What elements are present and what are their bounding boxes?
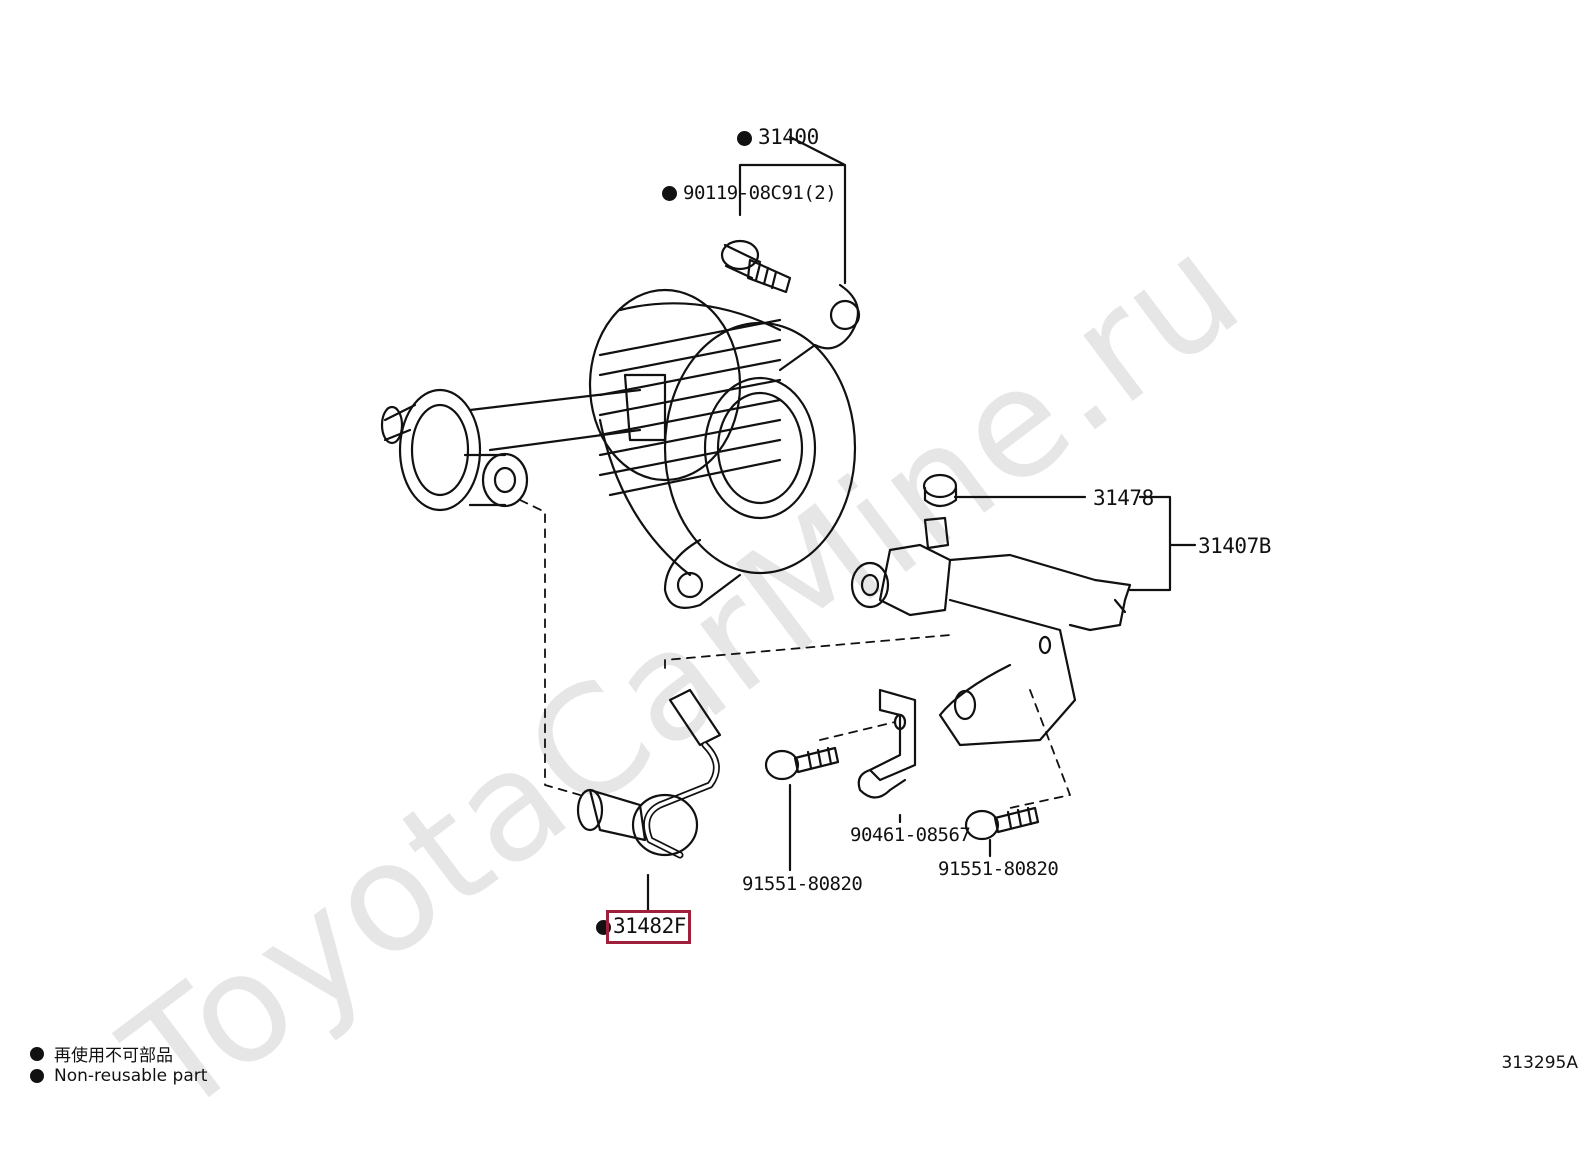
highlight-box (606, 910, 691, 944)
part-31407b-label[interactable]: 31407B (1198, 534, 1271, 558)
leader-lines (646, 135, 1197, 912)
non-reusable-dot-90119 (662, 186, 677, 201)
dashed-lines (519, 499, 1071, 809)
bracket-assembly-drawing (850, 473, 1132, 747)
illustration-code: 313295A (1501, 1053, 1578, 1073)
legend-en-text: Non-reusable part (54, 1066, 208, 1086)
part-90461-label[interactable]: 90461-08567 (850, 824, 971, 846)
part-31478-label[interactable]: 31478 (1093, 486, 1154, 510)
clip-90461-drawing (857, 688, 917, 799)
bolt-91551-left-drawing (764, 746, 840, 781)
part-31400-label[interactable]: 31400 (758, 125, 819, 149)
tube-31482f-drawing (576, 688, 722, 859)
bolt-90119-drawing (720, 239, 792, 294)
legend-dot-icon (30, 1069, 44, 1083)
slave-cylinder-drawing (380, 283, 861, 609)
legend-jp: 再使用不可部品 (30, 1041, 173, 1066)
bolt-91551-right-drawing (964, 806, 1040, 841)
legend-jp-text: 再使用不可部品 (54, 1046, 173, 1066)
part-91551-left-label[interactable]: 91551-80820 (742, 873, 863, 895)
part-91551-right-label[interactable]: 91551-80820 (938, 858, 1059, 880)
legend-en: Non-reusable part (30, 1066, 207, 1086)
legend-dot-icon (30, 1046, 44, 1061)
non-reusable-dot-31400 (737, 131, 752, 146)
part-90119-label[interactable]: 90119-08C91(2) (683, 182, 837, 204)
part-31482f-label[interactable]: 31482F (613, 914, 686, 938)
parts-diagram (380, 135, 1197, 912)
